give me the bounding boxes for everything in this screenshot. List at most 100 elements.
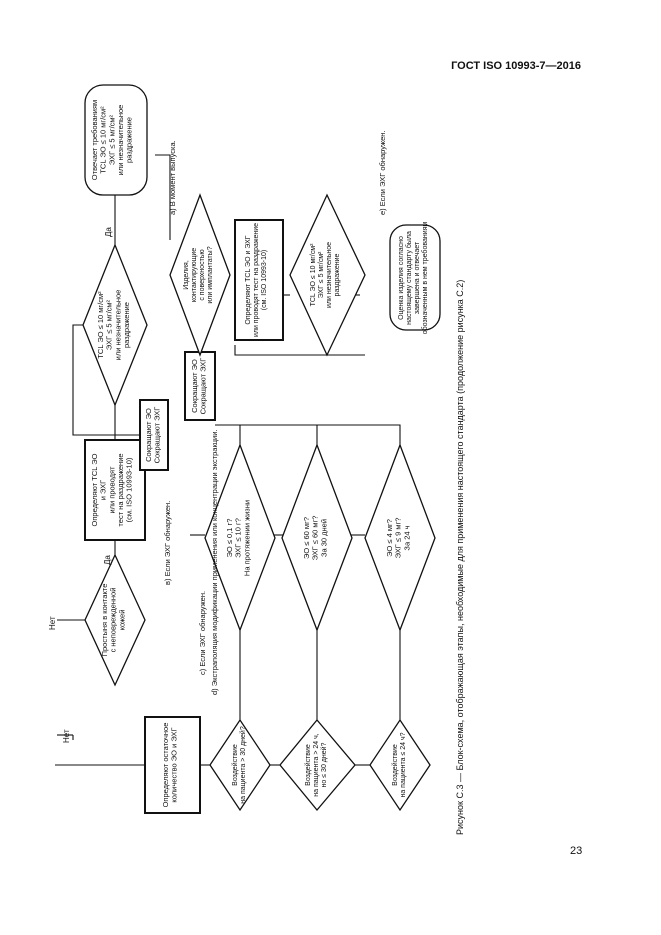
node-text-line: или незначительное: [113, 290, 122, 361]
yes-label: Да: [103, 555, 112, 565]
node-text-line: контактирующие: [191, 248, 198, 302]
decision-irritant: [169, 193, 231, 357]
node-text-line: с поверхностью: [199, 249, 206, 300]
reduce-1-text: Сокращают ЭОСокращают ЭХГ: [144, 407, 162, 464]
footnote-b: в) Если ЭХГ обнаружен.: [163, 501, 172, 585]
exposure-24h-text: Воздействиена пациента ≤ 24 ч?: [391, 732, 407, 797]
node-text-line: на пациента > 24 ч,: [313, 733, 320, 796]
node-text-line: ЭХГ ≤ 5 мг/см²: [105, 299, 114, 350]
svg-text:TCL ЭО ≤ 10 мг/см²ЭХГ ≤ 5 мг/с: TCL ЭО ≤ 10 мг/см²ЭХГ ≤ 5 мг/см²или незн…: [96, 290, 131, 361]
decision-tcl-2-text: TCL ЭО ≤ 10 мг/см²ЭХГ ≤ 5 мг/см²или незн…: [310, 242, 341, 308]
final-state-text: Оценка изделия согласнонастоящему станда…: [398, 222, 429, 335]
measure-tcl-text: Определяют TCL ЭОи ЭХГили проводяттест н…: [90, 453, 134, 526]
node-text-line: Воздействие: [391, 744, 399, 786]
node-text-line: или незначительное: [116, 105, 125, 176]
node-text-line: Определяют TCL ЭО: [90, 453, 99, 526]
reduce-2-text: Сокращают ЭОСокращают ЭХГ: [190, 358, 208, 415]
svg-text:ЭО ≤ 4 мг?ЭХГ ≤ 9 мг?За 24 ч: ЭО ≤ 4 мг?ЭХГ ≤ 9 мг?За 24 ч: [385, 518, 411, 559]
node-text-line: ЭО ≤ 4 мг?: [385, 519, 394, 557]
svg-text:Воздействиена пациента ≤ 24 ч?: Воздействиена пациента ≤ 24 ч?: [391, 732, 407, 797]
node-text-line: ЭХГ ≤ 5 мг/см²: [107, 114, 116, 165]
standard-header: ГОСТ ISO 10993-7—2016: [451, 60, 581, 72]
decision-new-text: Простыня в контактес неповрежденнойкожей: [100, 584, 126, 657]
no-label: Нет: [48, 616, 57, 630]
exposure-mid-text: Воздействиена пациента > 24 ч,но ≤ 30 дн…: [304, 733, 328, 796]
svg-text:Определяют TCL ЭОи ЭХГили пров: Определяют TCL ЭОи ЭХГили проводяттест н…: [90, 453, 134, 526]
node-text-line: TCL ЭО ≤ 10 мг/см²: [96, 291, 105, 359]
svg-text:ЭО ≤ 60 мг?ЭХГ ≤ 60 мг?За 30 д: ЭО ≤ 60 мг?ЭХГ ≤ 60 мг?За 30 дней: [302, 516, 328, 561]
footnote-d: d) Экстраполяция модификации применения …: [210, 429, 219, 695]
svg-text:Простыня в контактес неповрежд: Простыня в контактес неповрежденнойкожей: [100, 584, 126, 657]
node-text-line: или проводят тест на раздражение: [253, 223, 260, 337]
footnote-a: а) В момент выпуска.: [168, 140, 177, 215]
node-text-line: или проводят: [107, 466, 116, 514]
node-text-line: ЭХГ ≤ 5 мг/см²: [318, 251, 325, 298]
node-text-line: Определяют остаточное: [161, 723, 170, 808]
svg-text:Изделия,контактирующиес поверх: Изделия,контактирующиес поверхностьюили …: [183, 246, 214, 303]
measure-tcl2-box: [234, 219, 284, 341]
node-text-line: ЭО ≤ 60 мг?: [302, 517, 311, 559]
node-text-line: Сокращают ЭО: [144, 408, 153, 462]
figure-caption: Рисунок С.3 — Блок-схема, отображающая э…: [455, 280, 465, 835]
decision-exposure-24h: [369, 718, 431, 812]
node-text-line: на пациента ≤ 24 ч?: [400, 732, 407, 797]
limit-24h-text: ЭО ≤ 4 мг?ЭХГ ≤ 9 мг?За 24 ч: [385, 518, 411, 559]
node-text-line: или незначительное: [326, 242, 333, 308]
node-text-line: Отвечает требованиям: [90, 100, 99, 180]
measure-tcl-box: [84, 439, 146, 541]
node-text-line: обозначенным в нем требованиям: [421, 222, 429, 335]
footnote-c: с) Если ЭХГ обнаружен.: [198, 591, 207, 675]
node-text-line: раздражение: [122, 302, 131, 348]
node-text-line: или имплантаты?: [207, 246, 214, 303]
decision-tcl-1: [82, 243, 148, 407]
node-text-line: на пациента > 30 дней?: [239, 726, 247, 804]
meets-requirements-text: Отвечает требованиямTCL ЭО ≤ 10 мг/см²ЭХ…: [90, 100, 134, 180]
node-text-line: ЭХГ ≤ 9 мг?: [394, 518, 403, 559]
svg-text:Воздействиена пациента > 30 дн: Воздействиена пациента > 30 дней?: [231, 726, 247, 804]
node-text-line: количество ЭО и ЭХГ: [170, 727, 179, 802]
node-text-line: раздражение: [334, 253, 341, 296]
node-text-line: ЭО ≤ 0,1 г?: [225, 519, 234, 558]
node-text-line: Воздействие: [304, 744, 312, 786]
svg-text:Отвечает требованиямTCL ЭО ≤ 1: Отвечает требованиямTCL ЭО ≤ 10 мг/см²ЭХ…: [90, 100, 134, 180]
decision-irritant-text: Изделия,контактирующиес поверхностьюили …: [183, 246, 214, 303]
measure-tcl2-text: Определяют TCL ЭО и ЭХГили проводят тест…: [245, 223, 268, 337]
node-text-line: завершена и отвечает: [414, 241, 421, 314]
svg-text:Определяют TCL ЭО и ЭХГили про: Определяют TCL ЭО и ЭХГили проводят тест…: [245, 223, 268, 337]
decision-exposure-mid: [279, 718, 356, 812]
svg-text:Сокращают ЭОСокращают ЭХГ: Сокращают ЭОСокращают ЭХГ: [190, 358, 208, 415]
meets-requirements: [84, 84, 148, 196]
exposure-long-text: Воздействиена пациента > 30 дней?: [231, 726, 247, 804]
no-label: Нет: [62, 729, 71, 743]
decision-tcl-1-text: TCL ЭО ≤ 10 мг/см²ЭХГ ≤ 5 мг/см²или незн…: [96, 290, 131, 361]
node-text-line: За 24 ч: [402, 525, 411, 550]
node-text-line: ЭХГ ≤ 10 г?: [234, 518, 243, 558]
yes-label: Да: [104, 227, 113, 237]
final-state: [389, 224, 441, 331]
decision-exposure-long: [209, 718, 271, 812]
node-text-line: раздражение: [125, 117, 134, 163]
node-text-line: За 30 дней: [319, 519, 328, 557]
svg-text:Воздействиена пациента > 24 ч,: Воздействиена пациента > 24 ч,но ≤ 30 дн…: [304, 733, 328, 796]
node-text-line: Сокращают ЭХГ: [153, 407, 162, 464]
svg-text:TCL ЭО ≤ 10 мг/см²ЭХГ ≤ 5 мг/с: TCL ЭО ≤ 10 мг/см²ЭХГ ≤ 5 мг/см²или незн…: [310, 242, 341, 308]
node-text-line: (см. ISO 10993-10): [125, 457, 134, 522]
svg-text:Сокращают ЭОСокращают ЭХГ: Сокращают ЭОСокращают ЭХГ: [144, 407, 162, 464]
decision-limit-long: [204, 443, 276, 632]
node-text-line: TCL ЭО ≤ 10 мг/см²: [310, 243, 317, 306]
decision-new: [84, 553, 146, 687]
node-text-line: Простыня в контакте: [100, 584, 109, 657]
node-text-line: На протяжении жизни: [242, 500, 251, 576]
footnote-e: е) Если ЭХГ обнаружен.: [378, 131, 387, 215]
node-text-line: Изделия,: [183, 260, 190, 290]
node-text-line: и ЭХГ: [99, 480, 108, 500]
svg-text:ЭО ≤ 0,1 г?ЭХГ ≤ 10 г?На протя: ЭО ≤ 0,1 г?ЭХГ ≤ 10 г?На протяжении жизн…: [225, 500, 251, 576]
node-text-line: Воздействие: [231, 744, 239, 786]
node-text-line: ЭХГ ≤ 60 мг?: [311, 516, 320, 561]
connectors: [55, 154, 401, 766]
svg-text:Оценка изделия согласнонастоящ: Оценка изделия согласнонастоящему станда…: [398, 222, 429, 335]
decision-tcl-2: [289, 193, 366, 357]
node-text-line: Определяют TCL ЭО и ЭХГ: [245, 235, 252, 324]
measure-residual-box: [144, 716, 201, 814]
